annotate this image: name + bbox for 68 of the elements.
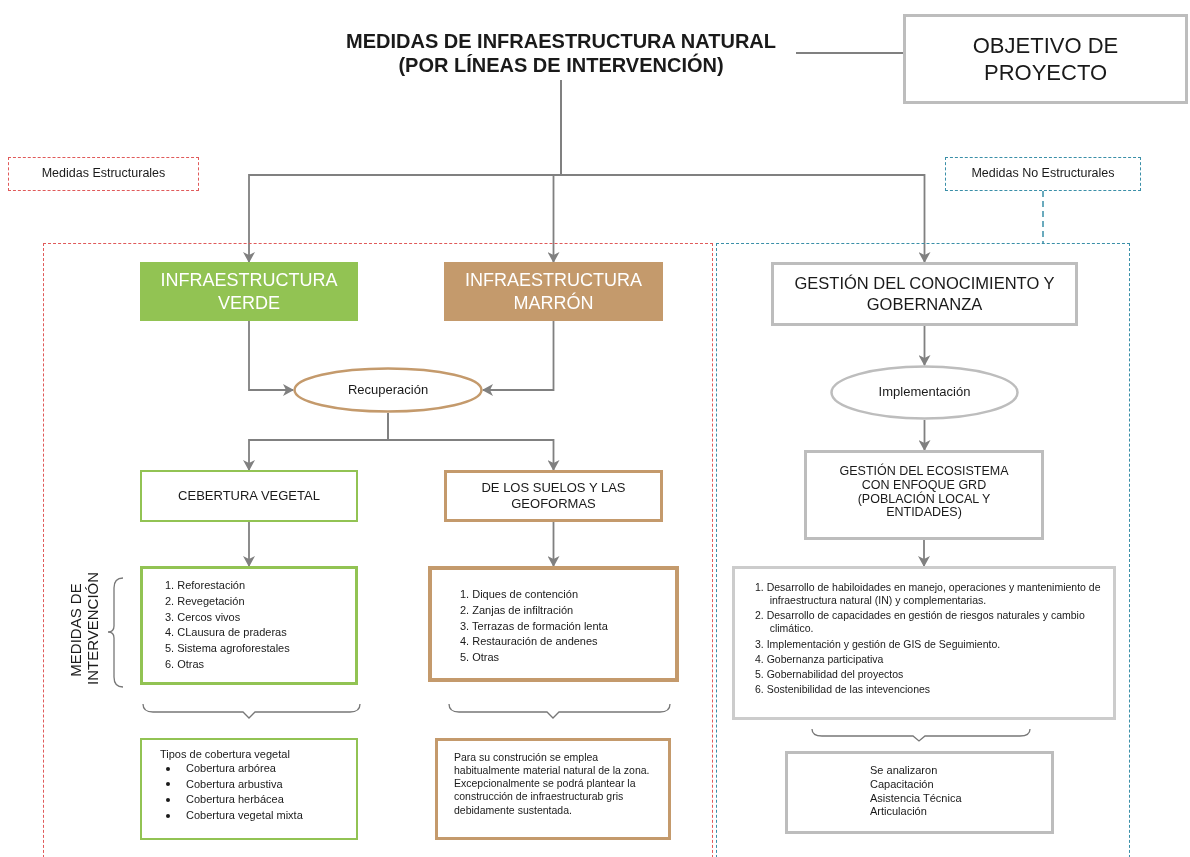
- list-item: Capacitación: [870, 777, 935, 792]
- list-item: 5. Sistema agroforestales: [165, 642, 291, 656]
- box-title: INFRAESTRUCTURA VERDE: [159, 269, 339, 314]
- connector-line: [795, 52, 904, 54]
- list-item: 3. Terrazas de formación lenta: [460, 619, 609, 634]
- list-item: Cobertura arbustiva: [186, 777, 283, 792]
- process-box: [771, 262, 1078, 326]
- objective-box: [903, 14, 1188, 104]
- list-item: 2. Zanjas de infiltración: [460, 603, 575, 618]
- list-item: 4. Restauración de andenes: [460, 635, 599, 649]
- box-title: OBJETIVO DE PROYECTO: [971, 31, 1120, 87]
- list-item: 1. Reforestación: [165, 579, 247, 593]
- list-item: 3. Implementación y gestión de GIS de Seguimiento.: [755, 637, 1002, 651]
- box-title: INFRAESTRUCTURA MARRÓN: [464, 269, 643, 314]
- list-item: Asistencia Técnica: [870, 791, 963, 806]
- arrow: [918, 325, 931, 366]
- list-box: [140, 738, 358, 840]
- box-label: Medidas Estructurales: [41, 166, 166, 182]
- arrow: [482, 320, 555, 396]
- list-item: Cobertura vegetal mixta: [186, 809, 303, 823]
- node-label: Recuperación: [347, 381, 429, 399]
- text-box: [785, 751, 1054, 834]
- box-title: DE LOS SUELOS Y LAS GEOFORMAS: [480, 479, 627, 513]
- arrow: [560, 79, 931, 263]
- arrow: [547, 521, 560, 567]
- arrow: [918, 539, 930, 567]
- process-box: [444, 470, 663, 522]
- list-box: [732, 566, 1116, 720]
- dashed-region: [716, 243, 1130, 857]
- list-item: 6. Otras: [165, 657, 206, 672]
- list-item: 3. Cercos vivos: [165, 610, 242, 625]
- list-item: Cobertura arbórea: [186, 761, 276, 776]
- list-item: Cobertura herbácea: [186, 793, 284, 807]
- list-item: Tipos de cobertura vegetal: [160, 748, 291, 762]
- list-item: 6. Sostenibilidad de las intevenciones: [755, 682, 932, 696]
- list-item: 2. Desarrollo de capacidades en gestión de riesgos naturales y cambio climático.: [755, 609, 1086, 636]
- text-box: [435, 738, 671, 840]
- list-box: [428, 566, 679, 682]
- list-item: 2. Revegetación: [165, 594, 246, 609]
- list-item: 4. Gobernanza participativa: [755, 652, 885, 666]
- category-box: [444, 262, 663, 321]
- list-box: [140, 566, 358, 685]
- box-title: CEBERTURA VEGETAL: [178, 487, 320, 505]
- category-box: [140, 262, 358, 321]
- list-item: 4. CLausura de praderas: [165, 626, 288, 640]
- arrow: [243, 521, 255, 567]
- list-item: 1. Diques de contención: [460, 588, 580, 602]
- process-box: [140, 470, 358, 522]
- list-item: Articulación: [870, 805, 928, 819]
- list-item: 5. Gobernabilidad del proyectos: [755, 667, 905, 681]
- arrow: [918, 419, 931, 451]
- box-title: GESTIÓN DEL ECOSISTEMA CON ENFOQUE GRD (POBLACIÓN LOCAL Y ENTIDADES): [838, 465, 1010, 520]
- paragraph-text: Para su construción se emplea habitualmente material natural de la zona. Excepcionalmente se podrá plantear la construcción de infraestructurab gris debidamente sustentada.: [454, 751, 651, 817]
- diagram-title: MEDIDAS DE INFRAESTRUCTURA NATURAL (POR LÍNEAS DE INTERVENCIÓN): [326, 26, 796, 80]
- list-item: 5. Otras: [460, 651, 501, 665]
- arrow: [248, 320, 294, 396]
- list-item: 1. Desarrollo de habiloidades en manejo, operaciones y mantenimiento de infraestructura natural (IN) y complementarias.: [755, 581, 1102, 608]
- list-item: Se analizaron: [870, 764, 939, 778]
- dashed-label-box: [945, 157, 1141, 191]
- arrow: [387, 412, 560, 471]
- dashed-label-box: [8, 157, 199, 191]
- node-label: Implementación: [878, 384, 971, 401]
- dashed-region: [43, 243, 713, 857]
- process-box: [804, 450, 1044, 540]
- box-title: GESTIÓN DEL CONOCIMIENTO Y GOBERNANZA: [793, 273, 1056, 315]
- connector-line: [1042, 190, 1044, 244]
- box-label: Medidas No Estructurales: [971, 166, 1115, 182]
- side-label: MEDIDAS DE INTERVENCIÓN: [67, 575, 102, 685]
